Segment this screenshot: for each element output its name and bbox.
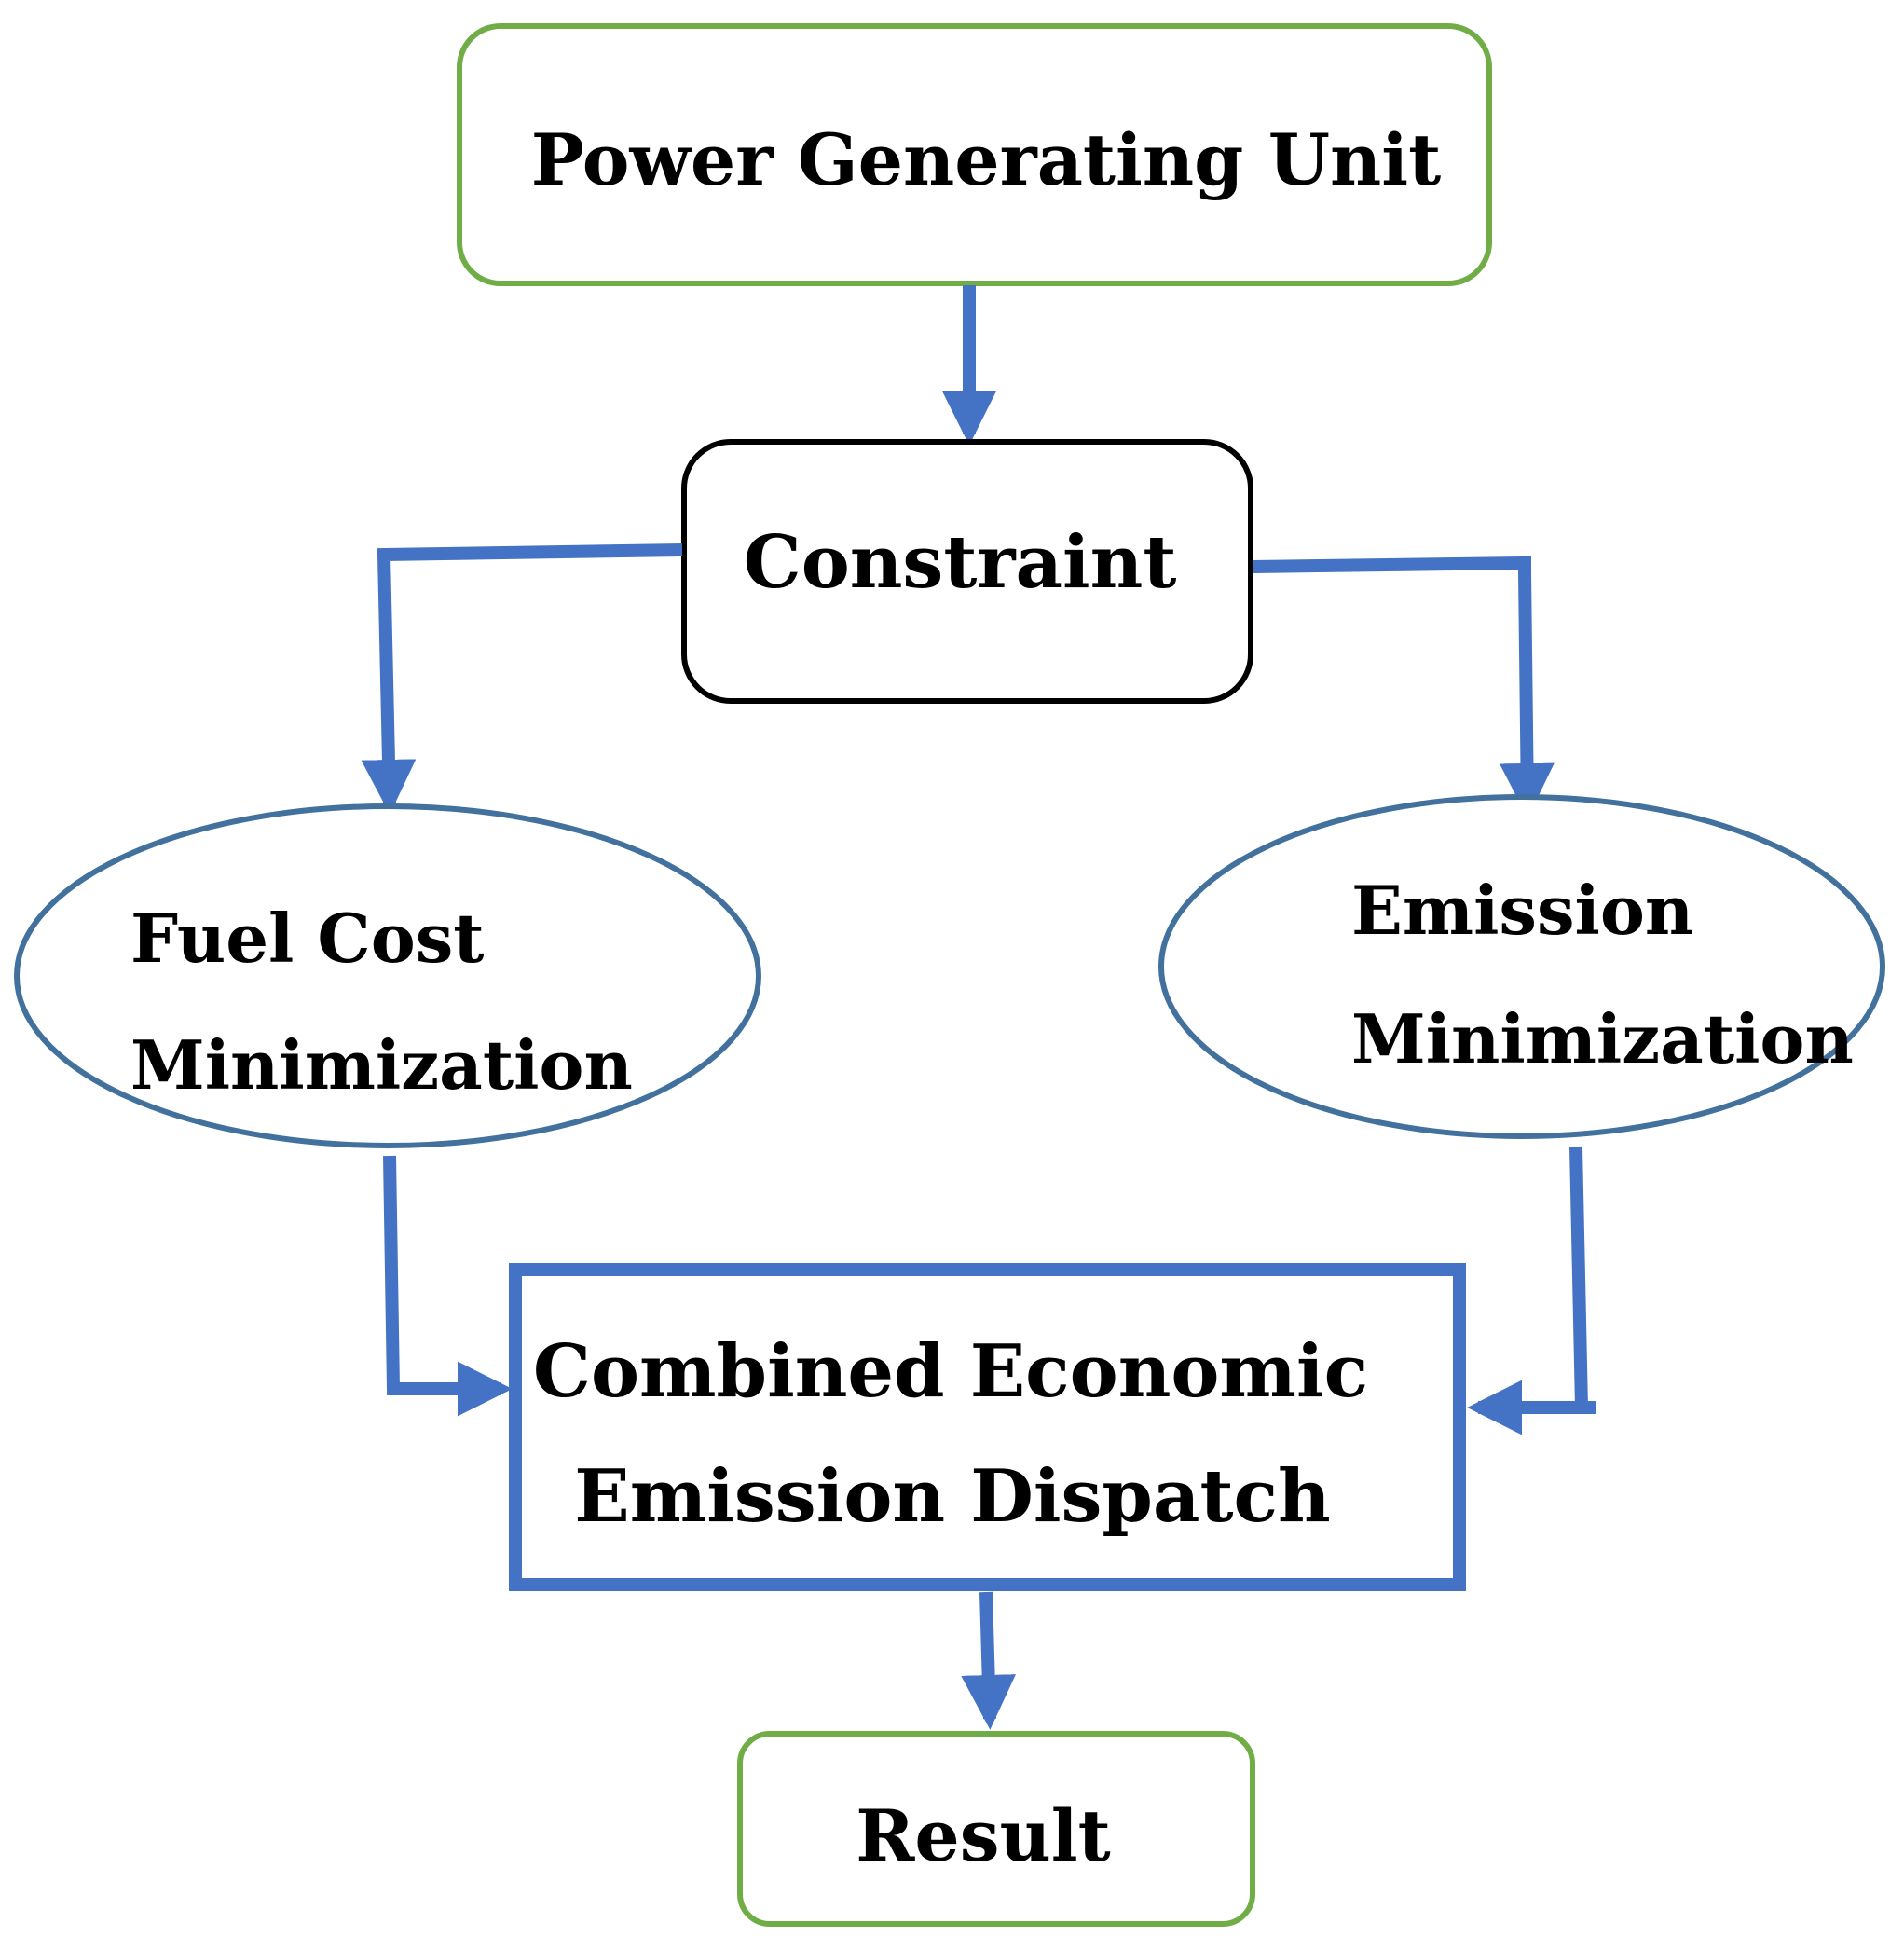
power-generating-unit-box — [457, 23, 1492, 286]
emission-minimization-ellipse — [1158, 794, 1885, 1139]
ceed-box — [509, 1263, 1466, 1591]
constraint-box — [681, 439, 1253, 704]
connector-emission-to-ceed — [1467, 1146, 1596, 1435]
fuel-cost-label-line2: Minimization — [130, 1025, 633, 1105]
emission-label-line1: Emission — [1351, 871, 1693, 950]
connector-constraint-to-fuel-cost — [361, 543, 683, 815]
ceed-label-line2: Emission Dispatch — [574, 1454, 1330, 1539]
result-box — [737, 1731, 1255, 1927]
result-label: Result — [856, 1794, 1111, 1877]
arrow-ceed-to-result — [961, 1591, 1017, 1730]
fuel-cost-label-line1: Fuel Cost — [130, 899, 485, 978]
connector-constraint-to-emission — [1252, 556, 1555, 818]
constraint-label: Constraint — [744, 520, 1177, 605]
power-generating-unit-label: Power Generating Unit — [531, 118, 1442, 201]
emission-label-line2: Minimization — [1351, 999, 1854, 1078]
fuel-cost-minimization-ellipse — [14, 803, 761, 1148]
connector-fuel-cost-to-ceed — [383, 1155, 513, 1417]
ceed-label-line1: Combined Economic — [533, 1329, 1368, 1414]
